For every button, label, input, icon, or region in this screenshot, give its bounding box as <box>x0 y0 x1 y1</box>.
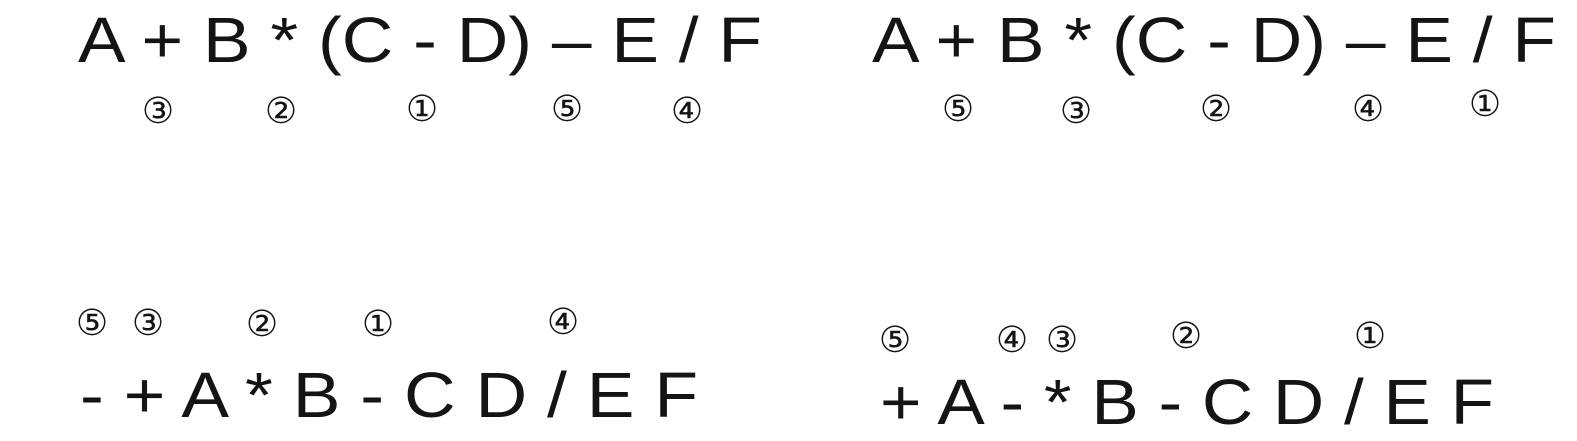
order-marker: ① <box>361 304 395 345</box>
order-marker: ① <box>1468 84 1502 125</box>
infix-expression: A + B * (C - D) – E / F <box>872 4 1556 76</box>
order-marker: ② <box>1169 316 1203 357</box>
order-marker: ⑤ <box>75 303 109 344</box>
infix-expression: A + B * (C - D) – E / F <box>78 4 762 76</box>
order-marker: ④ <box>995 320 1029 361</box>
order-marker: ③ <box>1045 320 1079 361</box>
order-marker: ② <box>245 304 279 345</box>
order-marker: ① <box>1353 316 1387 357</box>
order-marker: ④ <box>1351 89 1385 130</box>
order-marker: ③ <box>141 91 175 132</box>
order-marker: ④ <box>670 91 704 132</box>
order-marker: ② <box>1199 89 1233 130</box>
order-marker: ① <box>405 89 439 130</box>
order-marker: ③ <box>1059 91 1093 132</box>
order-marker: ⑤ <box>878 320 912 361</box>
order-marker: ④ <box>546 302 580 343</box>
order-marker: ⑤ <box>941 89 975 130</box>
order-marker: ② <box>264 91 298 132</box>
prefix-expression: + A - * B - C D / E F <box>880 366 1494 438</box>
order-marker: ③ <box>131 303 165 344</box>
order-marker: ⑤ <box>550 89 584 130</box>
prefix-expression: - + A * B - C D / E F <box>80 359 698 431</box>
